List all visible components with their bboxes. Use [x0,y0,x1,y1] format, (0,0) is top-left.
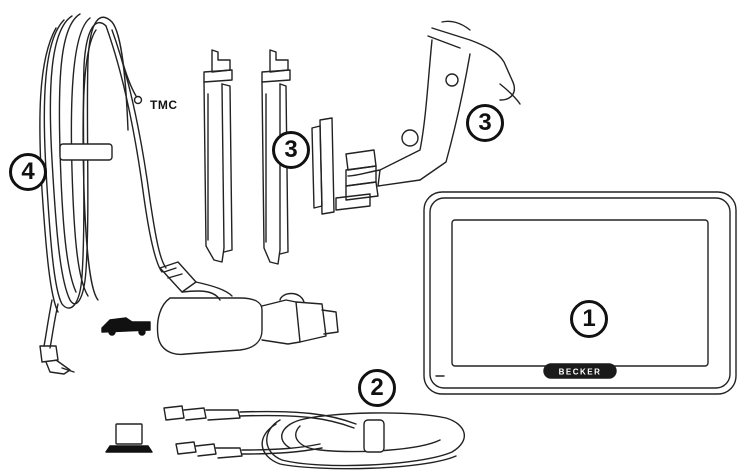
callout-device: 1 [570,300,608,338]
holder-brackets [203,49,291,265]
charger-cable-coil [39,13,167,375]
callout-charger-cable: 4 [9,153,47,191]
suction-mount [311,20,521,215]
usb-cable [163,405,465,470]
callout-holder-right: 3 [466,104,504,142]
callout-usb-cable: 2 [358,369,396,407]
car-icon [101,317,151,336]
laptop-icon [105,423,153,453]
tmc-label: TMC [150,98,178,112]
car-charger [156,261,339,356]
navigation-device [423,191,737,395]
callout-holder-left: 3 [272,131,310,169]
brand-logo: BECKER [559,368,602,377]
